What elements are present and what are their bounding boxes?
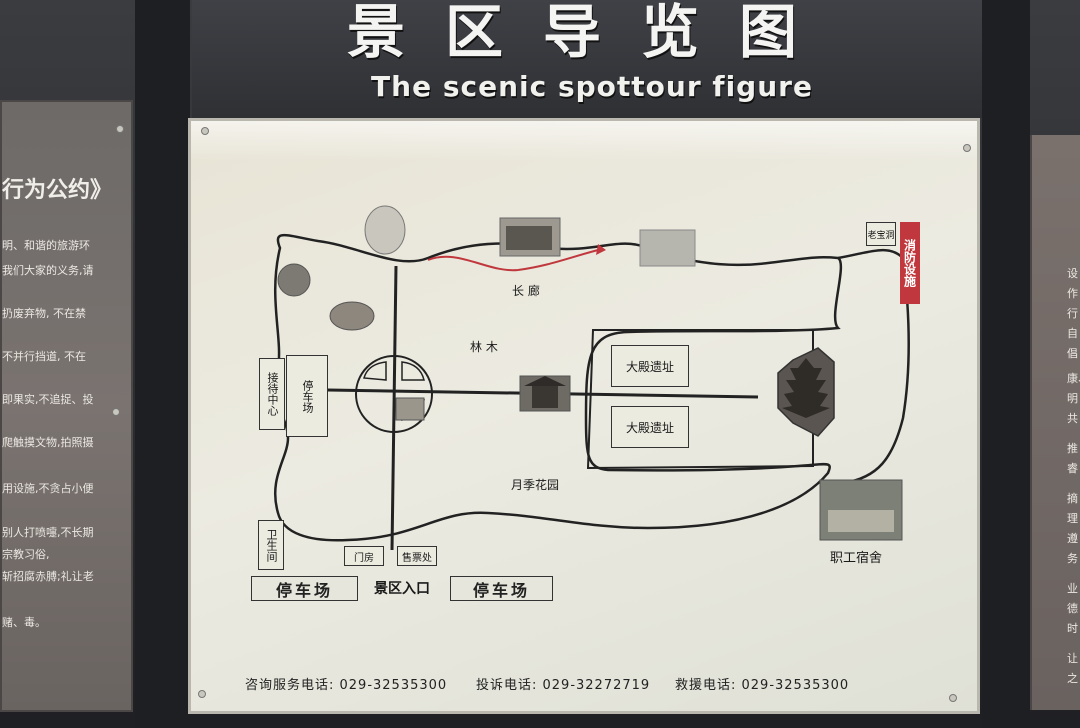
conduct-title: 行为公约》 bbox=[2, 178, 113, 203]
pavilion-body bbox=[532, 386, 558, 408]
right-panel-line: 康、 bbox=[1067, 372, 1080, 385]
trees-photo bbox=[639, 229, 696, 267]
fire-facility-tag: 消防设施 bbox=[900, 222, 920, 304]
ticket-office-box: 售票处 bbox=[397, 546, 437, 566]
corridor-photo-pillars bbox=[506, 226, 552, 250]
hall-site-box-2: 大殿遗址 bbox=[611, 406, 689, 448]
right-panel-line: 业 bbox=[1067, 582, 1078, 595]
east-loop-path bbox=[837, 248, 910, 485]
label-long-corridor: 长 廊 bbox=[512, 284, 540, 298]
right-panel-line: 睿 bbox=[1067, 462, 1078, 475]
label-rose-garden: 月季花园 bbox=[511, 478, 560, 492]
conduct-line: 赌、毒。 bbox=[2, 616, 46, 629]
title-chinese: 景区导览图 bbox=[346, 0, 837, 66]
conduct-line: 即果实,不追捉、投 bbox=[2, 393, 94, 406]
conduct-line: 爬触摸文物,拍照摄 bbox=[2, 436, 94, 449]
right-panel-line: 行 bbox=[1067, 307, 1078, 320]
rescue-phone: 救援电话: 029-32535300 bbox=[675, 678, 850, 693]
parking-lot-2: 停车场 bbox=[450, 576, 553, 601]
right-panel-line: 推 bbox=[1067, 442, 1078, 455]
right-panel-line: 时 bbox=[1067, 622, 1078, 635]
label-entrance: 景区入口 bbox=[374, 581, 430, 597]
conduct-line: 扔废弃物, 不在禁 bbox=[2, 307, 86, 320]
glass-reflection bbox=[191, 121, 977, 161]
tour-route-arrow bbox=[427, 249, 599, 272]
circular-plaza bbox=[355, 355, 433, 433]
parking-box-left: 停车场 bbox=[286, 355, 328, 437]
frame-post-right bbox=[982, 0, 1030, 728]
right-panel-line: 务 bbox=[1067, 552, 1078, 565]
visitor-center-box: 接待中心 bbox=[259, 358, 285, 430]
small-building-box: 老宝洞 bbox=[866, 222, 896, 246]
conduct-line: 我们大家的义务,请 bbox=[2, 264, 94, 277]
label-staff-dorm: 职工宿舍 bbox=[830, 551, 883, 566]
screw bbox=[963, 144, 971, 152]
hall-area-outline bbox=[586, 329, 814, 470]
right-panel-line: 让 bbox=[1067, 652, 1078, 665]
conduct-line: 斩招腐赤膊;礼让老 bbox=[2, 570, 94, 583]
label-woods: 林 木 bbox=[470, 340, 498, 354]
conduct-line: 用设施,不贪占小便 bbox=[2, 482, 94, 495]
tour-route-arrowhead bbox=[596, 244, 606, 255]
conduct-panel-right: 设 作 行 自 倡 康、 明 共 推 睿 摘 理 遵 务 业 德 时 让 之 bbox=[1030, 135, 1080, 710]
complaint-phone: 投诉电话: 029-32272719 bbox=[476, 678, 651, 693]
pagoda-shape bbox=[782, 358, 830, 418]
pavilion-circle-photo bbox=[277, 263, 311, 297]
building-photo bbox=[329, 301, 375, 331]
right-panel-line: 自 bbox=[1067, 327, 1078, 340]
consult-phone: 咨询服务电话: 029-32535300 bbox=[245, 678, 448, 693]
conduct-line: 不并行挡道, 不在 bbox=[2, 350, 86, 363]
conduct-panel-left: 行为公约》 明、和谐的旅游环 我们大家的义务,请 扔废弃物, 不在禁 不并行挡道… bbox=[0, 100, 133, 712]
screw bbox=[198, 690, 206, 698]
gate-photo bbox=[395, 397, 425, 421]
conduct-line: 宗教习俗, bbox=[2, 548, 50, 561]
right-panel-line: 理 bbox=[1067, 512, 1078, 525]
staff-dorm-photo-building bbox=[828, 510, 894, 532]
conduct-line: 别人打喷嚏,不长期 bbox=[2, 526, 94, 539]
statue-photo bbox=[364, 205, 406, 255]
map-drawing bbox=[273, 205, 910, 551]
screw bbox=[112, 408, 120, 416]
toilet-box: 卫生间 bbox=[258, 520, 284, 570]
right-panel-line: 共 bbox=[1067, 412, 1078, 425]
right-panel-line: 之 bbox=[1067, 672, 1078, 685]
conduct-line: 明、和谐的旅游环 bbox=[2, 239, 90, 252]
plaza-quadrant bbox=[363, 361, 387, 381]
park-boundary bbox=[273, 233, 843, 542]
right-panel-line: 遵 bbox=[1067, 532, 1078, 545]
hall-site-box-1: 大殿遗址 bbox=[611, 345, 689, 387]
right-panel-line: 明 bbox=[1067, 392, 1078, 405]
screw bbox=[116, 125, 124, 133]
screw bbox=[201, 127, 209, 135]
header-plate: 景区导览图 The scenic spottour figure bbox=[192, 0, 982, 118]
screw bbox=[949, 694, 957, 702]
pavilion-roof bbox=[524, 376, 566, 386]
title-english: The scenic spottour figure bbox=[371, 70, 813, 103]
right-panel-line: 倡 bbox=[1067, 347, 1078, 360]
frame-post-left bbox=[135, 0, 190, 728]
right-panel-line: 德 bbox=[1067, 602, 1078, 615]
plaza-quadrant bbox=[401, 361, 425, 381]
gatehouse-box: 门房 bbox=[344, 546, 384, 566]
road-vertical bbox=[390, 265, 398, 551]
right-panel-line: 设 bbox=[1067, 267, 1078, 280]
parking-lot-1: 停车场 bbox=[251, 576, 358, 601]
right-panel-line: 作 bbox=[1067, 287, 1078, 300]
right-panel-line: 摘 bbox=[1067, 492, 1078, 505]
